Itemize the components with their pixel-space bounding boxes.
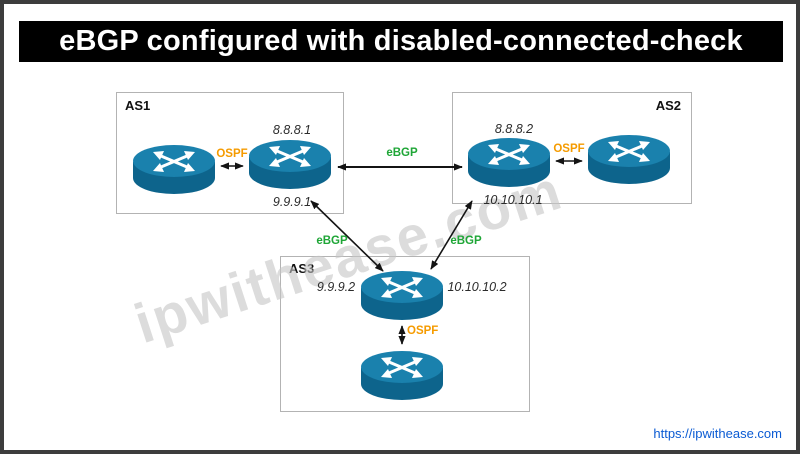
as2-box: AS2 [452,92,692,204]
ebgp-label-right-diagonal: eBGP [450,235,482,247]
footer-site-link[interactable]: https://ipwithease.com [653,426,782,441]
ebgp-label-left-diagonal: eBGP [316,235,348,247]
ip-label-as1-top: 8.8.8.1 [272,123,312,137]
ospf-label-as3: OSPF [407,325,439,337]
as1-box: AS1 [116,92,344,214]
router-icon [359,267,445,322]
router-icon [131,141,217,196]
as3-box: AS3 [280,256,530,412]
ip-label-as2-bottom: 10.10.10.1 [483,193,543,207]
router-icon [359,347,445,402]
as1-label: AS1 [125,98,151,113]
page-title: eBGP configured with disabled-connected-… [19,21,783,62]
ebgp-label-horizontal: eBGP [386,147,418,159]
ospf-label-as1: OSPF [216,148,248,160]
ip-label-as3-left: 9.9.9.2 [316,280,356,294]
ip-label-as3-right: 10.10.10.2 [447,280,507,294]
ip-label-as2-top: 8.8.8.2 [494,122,534,136]
as2-label: AS2 [655,98,681,113]
router-icon [247,136,333,191]
as3-label: AS3 [289,261,315,276]
router-icon [586,131,672,186]
ospf-label-as2: OSPF [553,143,585,155]
router-icon [466,134,552,189]
ip-label-as1-bottom: 9.9.9.1 [272,195,312,209]
